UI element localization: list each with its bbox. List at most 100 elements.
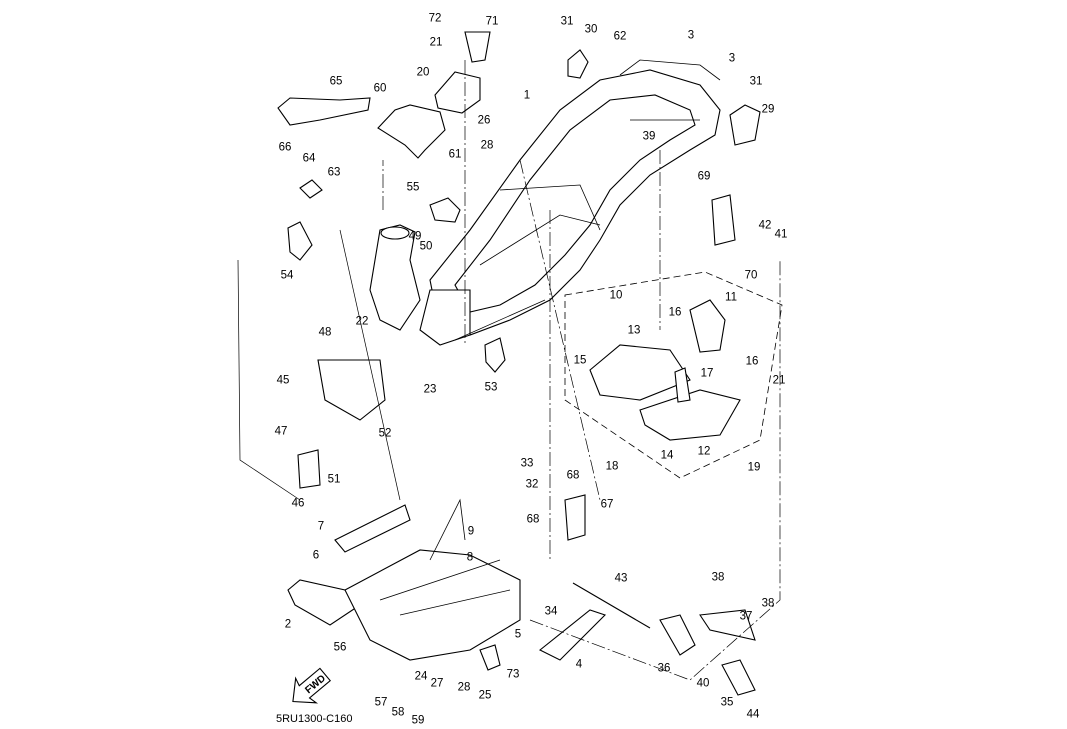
part-label-52[interactable]: 52 [378, 427, 392, 440]
part-label-24[interactable]: 24 [414, 670, 428, 683]
part-label-3[interactable]: 3 [728, 52, 736, 65]
part-label-7[interactable]: 7 [317, 520, 325, 533]
part-label-60[interactable]: 60 [373, 82, 387, 95]
part-label-1[interactable]: 1 [523, 89, 531, 102]
part-67-plate [564, 494, 586, 541]
part-20-bracket [434, 71, 481, 114]
part-label-30[interactable]: 30 [584, 23, 598, 36]
part-label-35[interactable]: 35 [720, 696, 734, 709]
part-label-57[interactable]: 57 [374, 696, 388, 709]
part-54-cap [287, 221, 313, 261]
part-4-bracket [538, 609, 607, 661]
diagram-code: 5RU1300-C160 [276, 713, 353, 725]
fwd-arrow-icon [292, 667, 332, 704]
part-label-40[interactable]: 40 [696, 677, 710, 690]
part-11-bracket [689, 299, 726, 353]
part-label-58[interactable]: 58 [391, 706, 405, 719]
part-label-25[interactable]: 25 [478, 689, 492, 702]
main-frame [369, 59, 721, 346]
part-label-71[interactable]: 71 [485, 15, 499, 28]
part-label-19[interactable]: 19 [747, 461, 761, 474]
part-label-49[interactable]: 49 [408, 230, 422, 243]
part-label-17[interactable]: 17 [700, 367, 714, 380]
part-30-bracket [567, 49, 589, 79]
part-label-67[interactable]: 67 [600, 498, 614, 511]
part-label-55[interactable]: 55 [406, 181, 420, 194]
part-label-16[interactable]: 16 [668, 306, 682, 319]
part-label-50[interactable]: 50 [419, 240, 433, 253]
part-label-4[interactable]: 4 [575, 658, 583, 671]
part-60-plate [377, 104, 446, 159]
part-label-16[interactable]: 16 [745, 355, 759, 368]
part-label-34[interactable]: 34 [544, 605, 558, 618]
part-label-43[interactable]: 43 [614, 572, 628, 585]
part-label-36[interactable]: 36 [657, 662, 671, 675]
part-label-70[interactable]: 70 [744, 269, 758, 282]
part-label-45[interactable]: 45 [276, 374, 290, 387]
part-65-cover [277, 97, 371, 126]
part-label-20[interactable]: 20 [416, 66, 430, 79]
part-label-9[interactable]: 9 [467, 525, 475, 538]
part-label-48[interactable]: 48 [318, 326, 332, 339]
part-label-33[interactable]: 33 [520, 457, 534, 470]
part-label-63[interactable]: 63 [327, 166, 341, 179]
part-label-8[interactable]: 8 [466, 551, 474, 564]
part-label-2[interactable]: 2 [284, 618, 292, 631]
part-label-69[interactable]: 69 [697, 170, 711, 183]
part-label-62[interactable]: 62 [613, 30, 627, 43]
part-label-26[interactable]: 26 [477, 114, 491, 127]
part-label-29[interactable]: 29 [761, 103, 775, 116]
part-label-18[interactable]: 18 [605, 460, 619, 473]
part-label-46[interactable]: 46 [291, 497, 305, 510]
part-label-6[interactable]: 6 [312, 549, 320, 562]
part-label-66[interactable]: 66 [278, 141, 292, 154]
part-label-27[interactable]: 27 [430, 677, 444, 690]
part-label-59[interactable]: 59 [411, 714, 425, 727]
part-label-12[interactable]: 12 [697, 445, 711, 458]
part-label-31[interactable]: 31 [749, 75, 763, 88]
part-label-41[interactable]: 41 [774, 228, 788, 241]
part-label-65[interactable]: 65 [329, 75, 343, 88]
part-label-73[interactable]: 73 [506, 668, 520, 681]
part-label-31[interactable]: 31 [560, 15, 574, 28]
part-label-39[interactable]: 39 [642, 130, 656, 143]
part-label-44[interactable]: 44 [746, 708, 760, 721]
part-label-3[interactable]: 3 [687, 29, 695, 42]
part-label-28[interactable]: 28 [457, 681, 471, 694]
part-label-38[interactable]: 38 [711, 571, 725, 584]
part-label-68[interactable]: 68 [526, 513, 540, 526]
part-label-14[interactable]: 14 [660, 449, 674, 462]
part-label-68[interactable]: 68 [566, 469, 580, 482]
part-label-72[interactable]: 72 [428, 12, 442, 25]
part-label-23[interactable]: 23 [423, 383, 437, 396]
part-label-13[interactable]: 13 [627, 324, 641, 337]
part-label-56[interactable]: 56 [333, 641, 347, 654]
part-label-32[interactable]: 32 [525, 478, 539, 491]
part-label-11[interactable]: 11 [725, 291, 737, 304]
part-label-42[interactable]: 42 [758, 219, 772, 232]
part-43-bolt [572, 582, 651, 629]
part-label-21[interactable]: 21 [772, 374, 786, 387]
part-29-bracket [729, 104, 761, 146]
part-label-54[interactable]: 54 [280, 269, 294, 282]
part-63-clamp [299, 179, 323, 199]
part-label-53[interactable]: 53 [484, 381, 498, 394]
part-label-37[interactable]: 37 [739, 610, 753, 623]
part-36-bracket [659, 614, 696, 656]
part-label-51[interactable]: 51 [327, 473, 341, 486]
part-55-block [429, 197, 461, 223]
part-label-10[interactable]: 10 [609, 289, 623, 302]
part-label-64[interactable]: 64 [302, 152, 316, 165]
part-label-5[interactable]: 5 [514, 628, 522, 641]
part-label-61[interactable]: 61 [448, 148, 462, 161]
part-2-footrest [287, 579, 361, 626]
part-label-22[interactable]: 22 [355, 315, 369, 328]
part-label-47[interactable]: 47 [274, 425, 288, 438]
part-label-21[interactable]: 21 [429, 36, 443, 49]
part-6-bracket [334, 504, 411, 553]
part-label-38[interactable]: 38 [761, 597, 775, 610]
part-label-28[interactable]: 28 [480, 139, 494, 152]
part-53-cap [484, 337, 506, 373]
part-label-15[interactable]: 15 [573, 354, 587, 367]
